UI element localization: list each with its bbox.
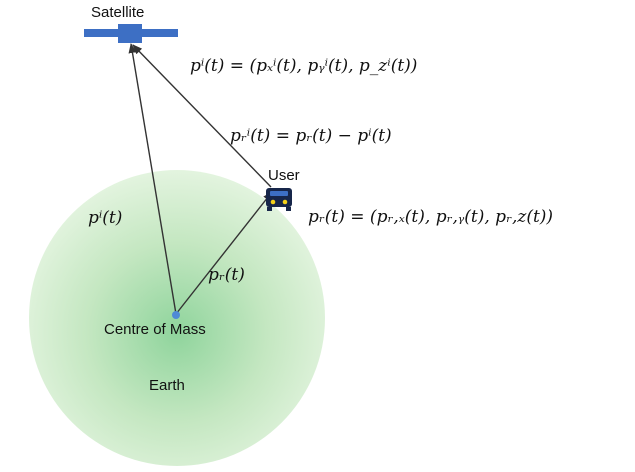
vector-user-to-satellite [132,44,272,188]
relative-vector-equation: pᵣⁱ(t) = pᵣ(t) − pⁱ(t) [230,126,392,146]
satellite-label: Satellite [91,4,145,21]
user-label: User [268,167,300,184]
centre-of-mass-label: Centre of Mass [104,321,206,338]
satellite-position-equation: pⁱ(t) = (pₓⁱ(t), pᵧⁱ(t), p_zⁱ(t)) [190,56,418,76]
user-position-equation: pᵣ(t) = (pᵣ,ₓ(t), pᵣ,ᵧ(t), pᵣ,z(t)) [308,207,554,227]
car-icon [266,188,292,211]
center-to-user-label: pᵣ(t) [208,265,245,285]
satellite-icon [84,24,178,43]
vector-center-to-satellite [128,43,177,315]
center-dot-icon [172,311,180,319]
earth-label: Earth [149,377,185,394]
vector-center-to-user [175,191,273,315]
center-to-satellite-label: pⁱ(t) [88,208,123,228]
